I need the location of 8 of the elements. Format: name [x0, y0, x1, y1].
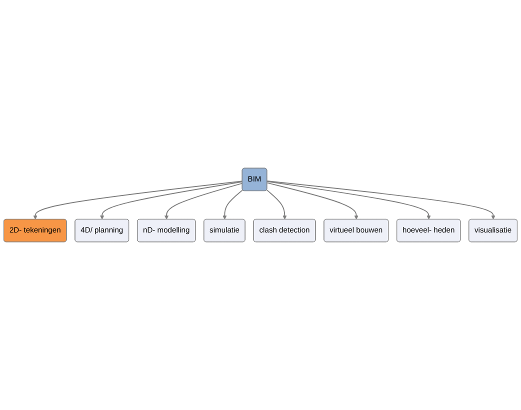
arrow: [266, 180, 496, 220]
arrow: [266, 181, 431, 220]
arrow: [266, 189, 287, 220]
arrow: [222, 189, 244, 220]
arrow: [164, 182, 243, 220]
arrow: [266, 182, 358, 220]
arrow: [33, 180, 243, 220]
arrow: [100, 181, 243, 220]
